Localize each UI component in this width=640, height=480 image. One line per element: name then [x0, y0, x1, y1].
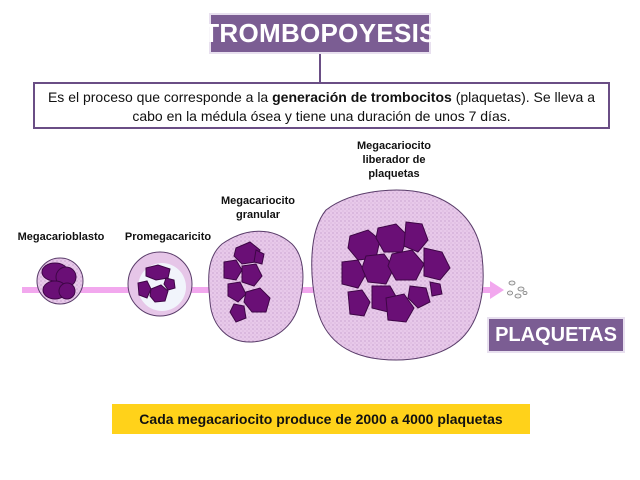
promegacaricito-cell — [127, 251, 193, 317]
label-megacariocito-liberador: Megacariocito liberador de plaquetas — [345, 139, 443, 181]
platelets-icon — [507, 280, 528, 299]
description-text-bold: generación de trombocitos — [272, 89, 452, 105]
megacariocito-granular-cell — [208, 230, 304, 343]
page-title: TROMBOPOYESIS — [203, 13, 437, 54]
description-text-part1: Es el proceso que corresponde a la — [47, 89, 273, 105]
label-promegacaricito: Promegacaricito — [124, 231, 212, 243]
megacariocito-liberador-cell — [311, 189, 484, 361]
title-connector-line — [319, 54, 321, 82]
label-megacariocito-granular: Megacariocito granular — [212, 194, 304, 222]
megacarioblasto-cell — [36, 257, 84, 305]
result-plaquetas-label: PLAQUETAS — [487, 317, 625, 353]
label-megacariocito-granular-line1: Megacariocito — [221, 195, 295, 207]
description-box: Es el proceso que corresponde a la gener… — [33, 82, 610, 129]
footer-note: Cada megacariocito produce de 2000 a 400… — [112, 404, 530, 434]
label-megacarioblasto: Megacarioblasto — [17, 231, 105, 243]
label-megacariocito-liberador-line1: Megacariocito — [357, 140, 431, 152]
label-megacariocito-granular-line2: granular — [235, 209, 280, 221]
label-megacariocito-liberador-line2: liberador de — [362, 154, 426, 166]
label-megacariocito-liberador-line3: plaquetas — [368, 168, 420, 180]
description-text-part2: (plaquetas). Se lleva a cabo en la médul… — [132, 89, 596, 124]
